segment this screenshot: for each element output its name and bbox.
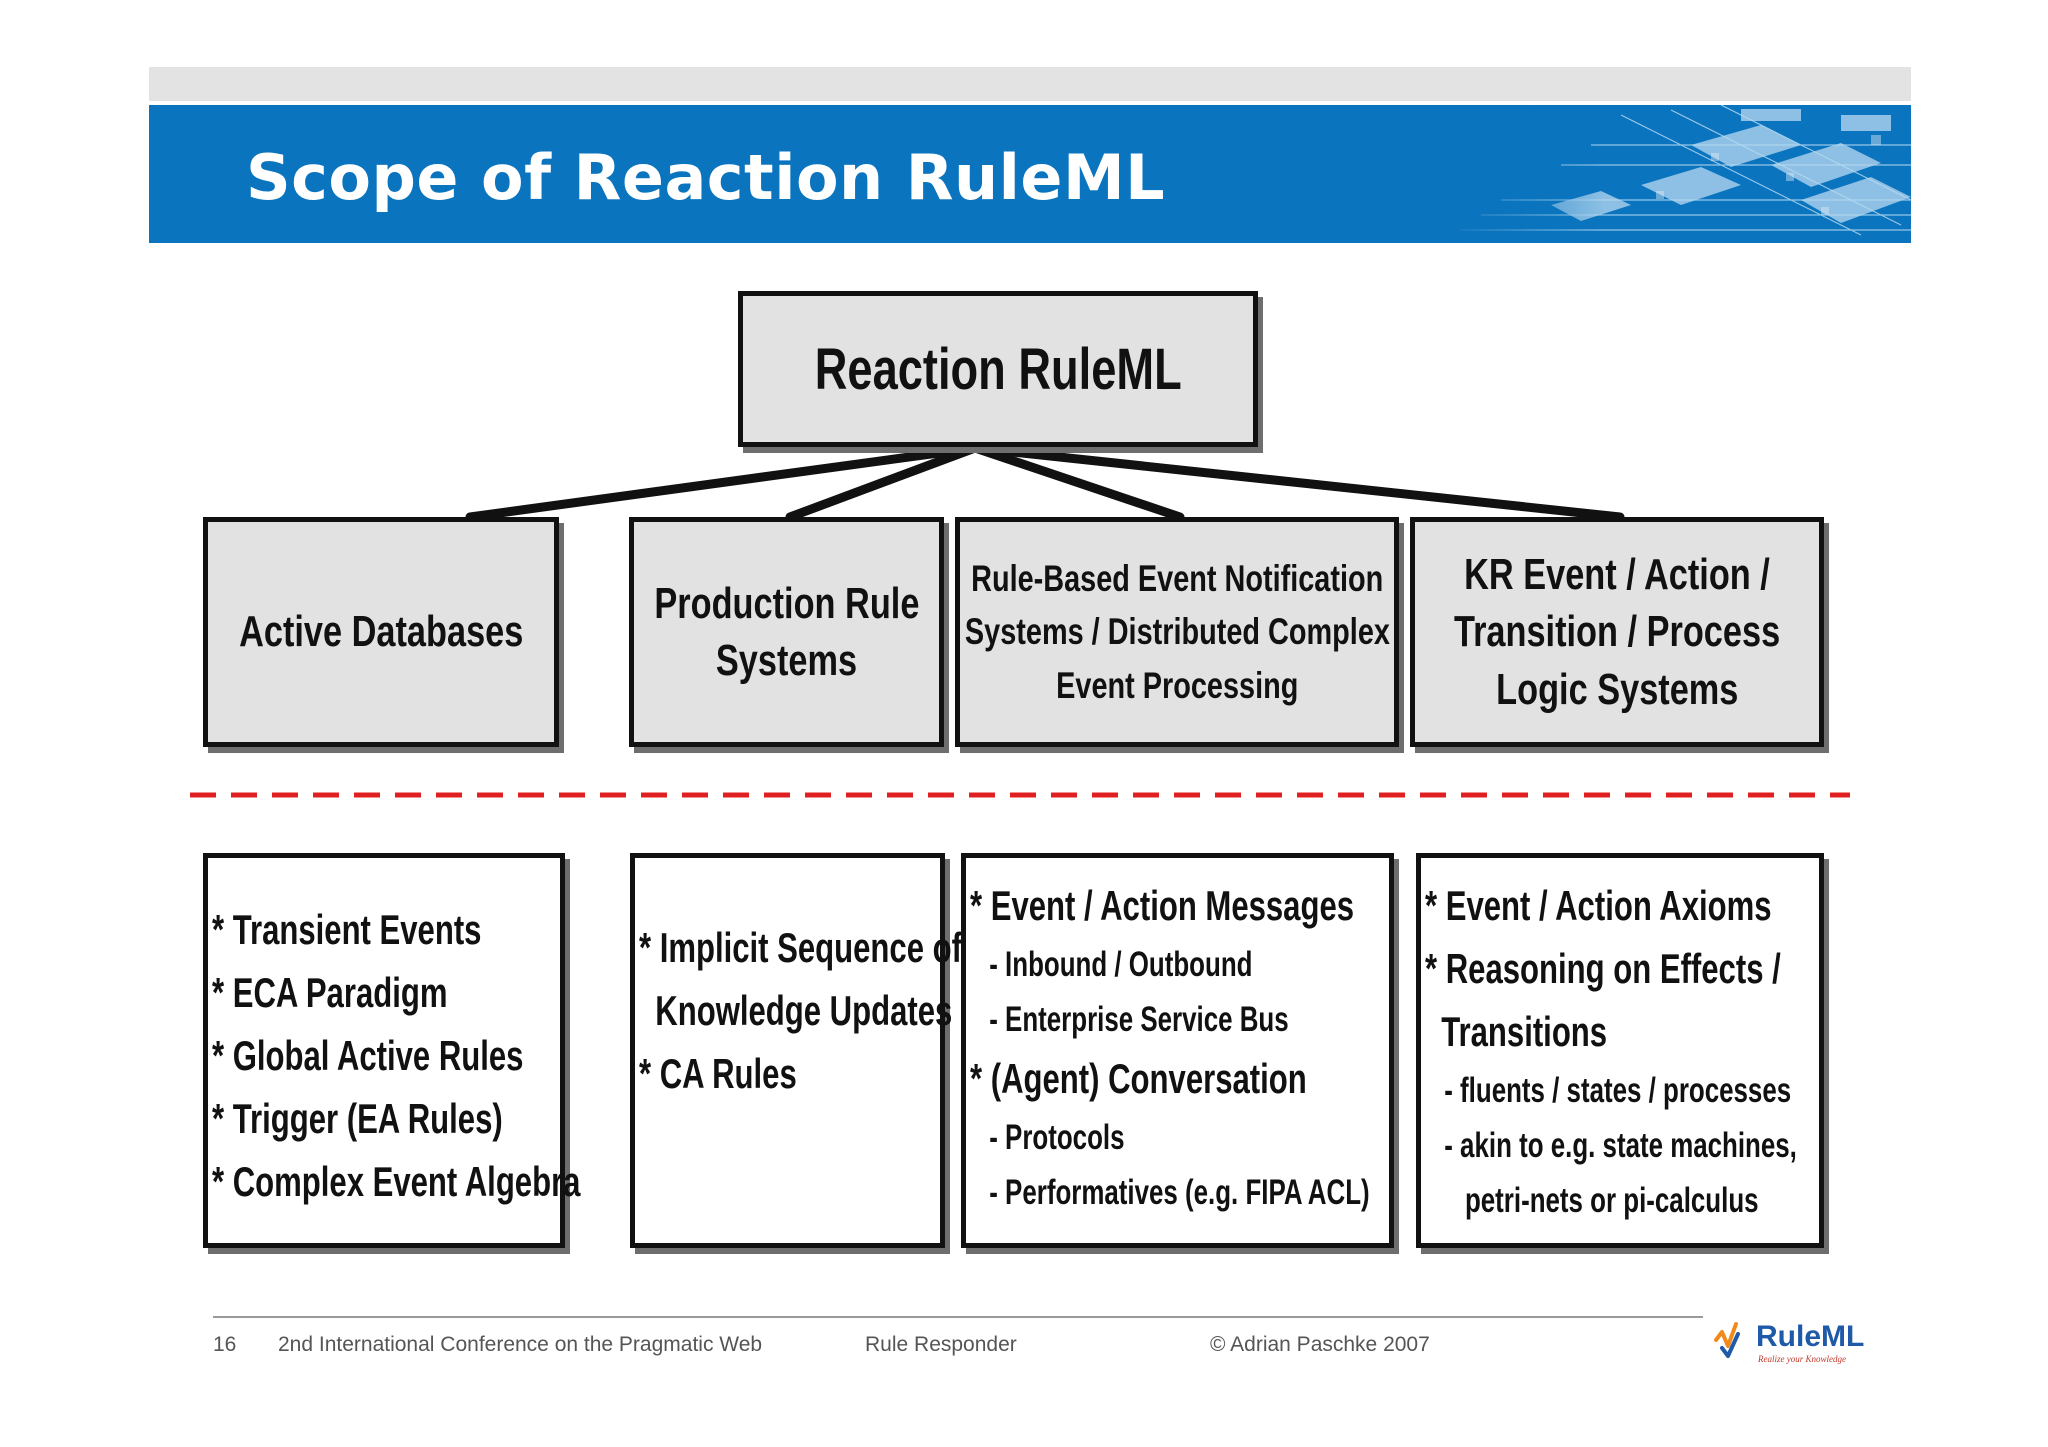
footer-rule (213, 1316, 1703, 1318)
root-label: Reaction RuleML (814, 336, 1182, 402)
root-box-reaction-ruleml: Reaction RuleML (738, 291, 1258, 447)
logo-tagline: Realize your Knowledge (1758, 1354, 1846, 1364)
feature-item: * Event / Action Axioms (1425, 882, 1772, 929)
feature-subitem: - akin to e.g. state machines, (1444, 1126, 1797, 1165)
ruleml-logo-icon (1714, 1322, 1740, 1358)
ruleml-logo: RuleML Realize your Knowledge (1712, 1318, 1872, 1368)
connector-root-production (785, 443, 980, 522)
feature-item: * Implicit Sequence of (639, 924, 962, 971)
slide-title: Scope of Reaction RuleML (246, 141, 1166, 214)
category-label: Systems / Distributed Complex (964, 611, 1390, 653)
feature-item: Transitions (1441, 1008, 1608, 1055)
feature-subitem: - fluents / states / processes (1444, 1071, 1792, 1110)
category-label: Systems (715, 636, 858, 685)
feature-box-active-databases: * Transient Events * ECA Paradigm * Glob… (203, 853, 581, 1248)
feature-box-event-notification: * Event / Action Messages - Inbound / Ou… (961, 853, 1394, 1248)
feature-box-kr-logic: * Event / Action Axioms * Reasoning on E… (1416, 853, 1824, 1248)
category-label: Active Databases (238, 607, 524, 657)
feature-subitem: - Enterprise Service Bus (989, 1000, 1289, 1039)
feature-item: * CA Rules (639, 1050, 797, 1097)
feature-item: * Event / Action Messages (970, 882, 1355, 929)
feature-item: * Reasoning on Effects / (1425, 945, 1781, 992)
category-label: KR Event / Action / (1464, 550, 1770, 600)
category-box-kr-logic-systems: KR Event / Action / Transition / Process… (1410, 517, 1824, 747)
category-label: Event Processing (1055, 664, 1299, 706)
feature-item: * ECA Paradigm (212, 969, 448, 1016)
feature-item: * Global Active Rules (212, 1032, 524, 1079)
category-label: Rule-Based Event Notification (970, 557, 1384, 599)
feature-item: * Complex Event Algebra (212, 1158, 581, 1205)
category-label: Logic Systems (1495, 664, 1739, 714)
footer-page-number: 16 (213, 1333, 237, 1356)
feature-box-production-rules: * Implicit Sequence of Knowledge Updates… (630, 853, 962, 1248)
connector-root-active-db (465, 443, 980, 522)
category-box-production-rule-systems: Production Rule Systems (629, 517, 944, 747)
feature-subitem: - Inbound / Outbound (989, 945, 1253, 984)
category-label: Production Rule (653, 578, 920, 628)
footer-talk: Rule Responder (865, 1333, 1017, 1356)
feature-subitem: - Protocols (989, 1118, 1125, 1157)
feature-subitem: petri-nets or pi-calculus (1464, 1181, 1759, 1220)
feature-item: * Trigger (EA Rules) (212, 1095, 503, 1142)
connector-root-kr-logic (970, 443, 1625, 522)
footer-copyright: © Adrian Paschke 2007 (1210, 1333, 1430, 1356)
header-top-strip (149, 67, 1911, 101)
category-box-active-databases: Active Databases (203, 517, 559, 747)
category-label: Transition / Process (1453, 607, 1781, 657)
category-box-event-notification: Rule-Based Event Notification Systems / … (955, 517, 1399, 747)
slide-header: Scope of Reaction RuleML (149, 105, 1911, 243)
feature-item: * (Agent) Conversation (970, 1055, 1307, 1102)
header-circuit-art-icon (1441, 105, 1911, 243)
feature-item: Knowledge Updates (655, 987, 953, 1034)
logo-text: RuleML (1756, 1320, 1865, 1353)
feature-item: * Transient Events (212, 906, 482, 953)
feature-subitem: - Performatives (e.g. FIPA ACL) (989, 1173, 1370, 1212)
connector-root-event-notification (970, 443, 1185, 522)
footer-conference: 2nd International Conference on the Prag… (278, 1333, 763, 1356)
